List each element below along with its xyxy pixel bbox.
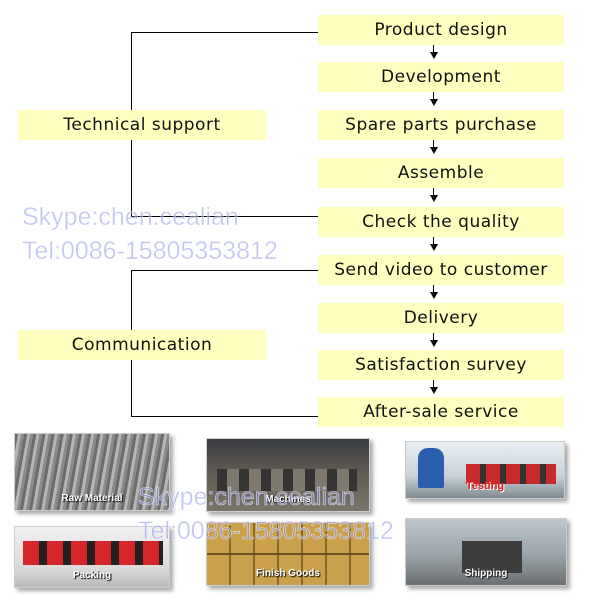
arrow-stem <box>433 188 434 195</box>
arrow-stem <box>433 333 434 340</box>
step-satisfaction-survey: Satisfaction survey <box>318 350 564 380</box>
container-shape <box>462 541 522 573</box>
step-spare-parts-purchase: Spare parts purchase <box>318 110 564 140</box>
down-arrow-icon <box>430 340 438 347</box>
photo-caption: Machines <box>265 494 311 505</box>
photo-caption: Testing <box>465 480 505 492</box>
step-development: Development <box>318 62 564 92</box>
watermark-tel: Tel:0086-15805353812 <box>22 237 278 266</box>
arrow-stem <box>433 285 434 292</box>
step-after-sale-service: After-sale service <box>318 397 564 427</box>
down-arrow-icon <box>430 195 438 202</box>
side-communication: Communication <box>18 330 266 360</box>
arrow-stem <box>433 92 434 99</box>
down-arrow-icon <box>430 52 438 59</box>
machine-row-shape <box>466 464 556 484</box>
down-arrow-icon <box>430 147 438 154</box>
worker-shape <box>418 448 444 488</box>
machine-row-shape <box>23 541 163 565</box>
arrow-stem <box>433 237 434 244</box>
photo-caption: Finish Goods <box>256 568 320 579</box>
arrow-stem <box>433 45 434 52</box>
photo-packing: Packing <box>14 526 170 588</box>
down-arrow-icon <box>430 244 438 251</box>
down-arrow-icon <box>430 99 438 106</box>
down-arrow-icon <box>430 292 438 299</box>
watermark-skype: Skype:chen.cealian <box>22 203 239 232</box>
photo-caption: Packing <box>72 570 112 581</box>
connector-line <box>131 416 319 417</box>
arrow-stem <box>433 380 434 387</box>
step-product-design: Product design <box>318 15 564 45</box>
connector-line <box>131 270 319 271</box>
connector-line <box>131 216 319 217</box>
step-delivery: Delivery <box>318 303 564 333</box>
machine-row-shape <box>217 469 357 491</box>
box-divider <box>207 553 369 555</box>
watermark-tel: Tel:0086-15805353812 <box>138 517 394 546</box>
down-arrow-icon <box>430 387 438 394</box>
connector-line <box>131 32 319 33</box>
photo-raw-material: Raw Material <box>14 433 170 511</box>
watermark-skype: Skype:chen.cealian <box>138 483 355 512</box>
step-check-quality: Check the quality <box>318 207 564 237</box>
photo-caption: Shipping <box>464 568 508 579</box>
side-technical-support: Technical support <box>18 110 266 140</box>
photo-finish-goods: Finish Goods <box>206 522 370 586</box>
photo-caption: Raw Material <box>61 493 123 504</box>
step-send-video: Send video to customer <box>318 255 564 285</box>
photo-shipping: Shipping <box>405 518 567 586</box>
photo-machines: Machines <box>206 438 370 512</box>
arrow-stem <box>433 140 434 147</box>
photo-testing: Testing <box>405 441 565 499</box>
step-assemble: Assemble <box>318 158 564 188</box>
